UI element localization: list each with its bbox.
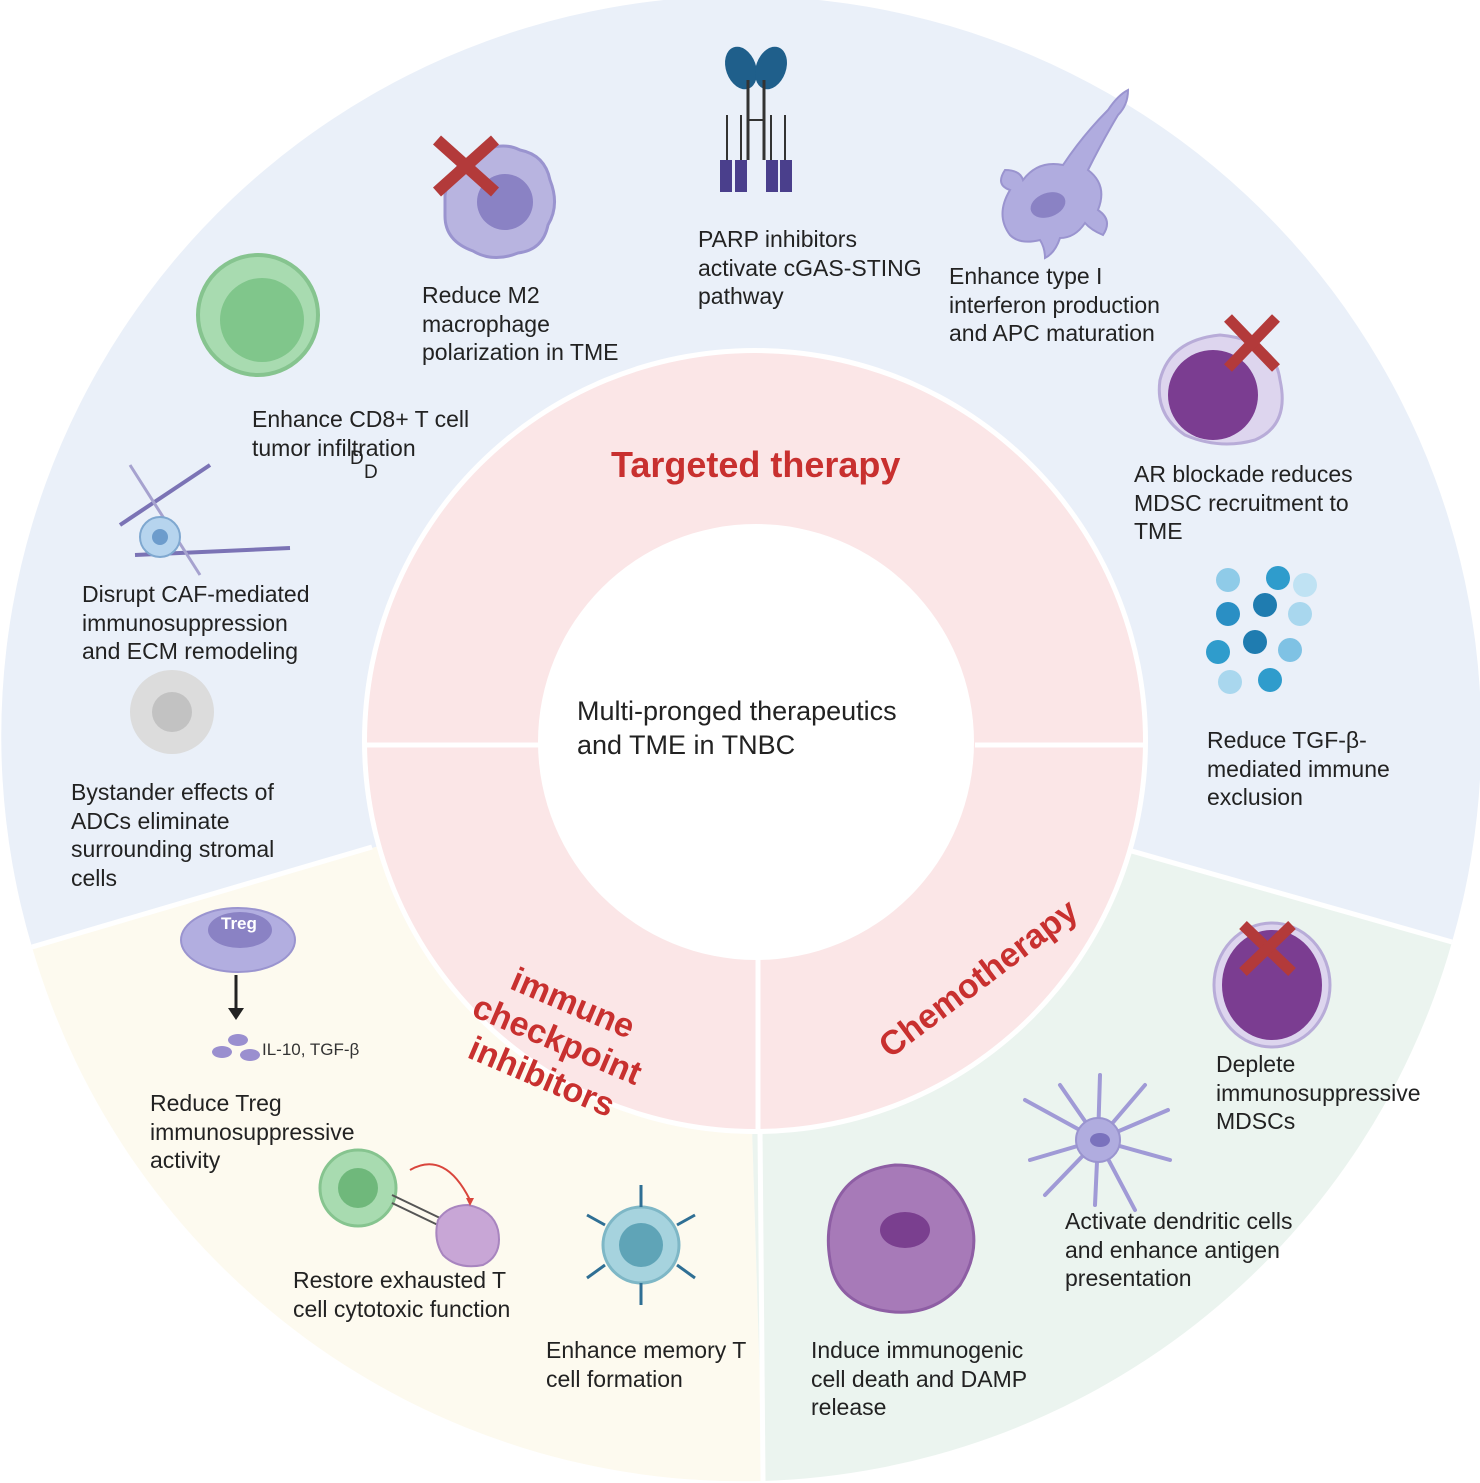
label-line: tumor infiltration — [252, 434, 416, 461]
center-title-line: Multi-pronged therapeutics — [577, 696, 897, 726]
label-line: and enhance antigen — [1065, 1236, 1280, 1263]
icd-label: Induce immunogenic cell death and DAMP r… — [811, 1336, 1027, 1422]
label-line: exclusion — [1207, 784, 1303, 810]
cytokine-icon — [212, 1034, 260, 1061]
label-line: and ECM remodeling — [82, 638, 299, 664]
center-title-line: and TME in TNBC — [577, 730, 796, 760]
label-line: immunosuppression — [82, 609, 288, 636]
targeted-therapy-title: Targeted therapy — [611, 444, 901, 485]
cross-icon — [1224, 314, 1280, 372]
label-line: presentation — [1065, 1265, 1192, 1291]
cross-icon — [432, 135, 500, 197]
label-line: ADCs eliminate — [71, 807, 230, 834]
memory-label: Enhance memory T cell formation — [546, 1336, 746, 1393]
label-line: pathway — [698, 283, 784, 309]
mdsc-icon — [1157, 333, 1284, 446]
label-line: and APC maturation — [949, 320, 1155, 346]
cytokine-label: IL-10, TGF-β — [262, 1040, 360, 1059]
label-line: activate cGAS-STING — [698, 254, 922, 281]
dc-label: Activate dendritic cells and enhance ant… — [1065, 1207, 1293, 1293]
apoptotic-cell-icon — [130, 670, 214, 754]
label-line: Enhance CD8+ T cell — [252, 406, 470, 432]
label-line: macrophage — [422, 310, 550, 337]
label-line: Reduce M2 — [422, 282, 540, 308]
label-line: Enhance type I — [949, 263, 1103, 289]
cross-icon — [1239, 921, 1296, 976]
mdsc-label: Deplete immunosuppressive MDSCs — [1216, 1050, 1421, 1136]
dd-mark: D D — [350, 448, 378, 483]
dendritic-cell-icon — [1023, 1073, 1172, 1212]
sector-divider — [757, 1127, 766, 1482]
label-line: activity — [150, 1147, 221, 1173]
m2-label: Reduce M2 macrophage polarization in TME — [422, 281, 618, 367]
treg-cell-label: Treg — [221, 914, 257, 933]
sector-divider — [31, 844, 373, 950]
label-line: TME — [1134, 518, 1183, 544]
tgf-beta-particles-icon — [1206, 566, 1317, 694]
t-cell-icon — [196, 253, 320, 377]
sector-divider — [1099, 839, 1453, 945]
label-line: D — [350, 448, 364, 469]
label-line: release — [811, 1394, 887, 1420]
label-line: cell formation — [546, 1365, 683, 1392]
label-line: Activate dendritic cells — [1065, 1208, 1293, 1234]
label-line: interferon production — [949, 291, 1160, 318]
parp-label: PARP inhibitors activate cGAS-STING path… — [698, 225, 922, 311]
mdsc-icon — [1212, 921, 1332, 1049]
fibroblast-icon — [118, 463, 291, 576]
label-line: Disrupt CAF-mediated — [82, 581, 310, 607]
exhausted-label: Restore exhausted T cell cytotoxic funct… — [293, 1266, 510, 1323]
dying-tumor-cell-icon — [826, 1163, 976, 1314]
label-line: polarization in TME — [422, 339, 619, 365]
label-line: Restore exhausted T — [293, 1267, 507, 1293]
label-line: MDSCs — [1216, 1108, 1296, 1134]
label-line: Reduce Treg — [150, 1090, 282, 1116]
memory-t-cell-icon — [586, 1185, 696, 1305]
exhausted-t-cell-icon — [318, 1148, 500, 1268]
cd8-label: Enhance CD8+ T cell tumor infiltration — [252, 405, 469, 462]
center-circle — [538, 524, 974, 960]
adc-label: Bystander effects of ADCs eliminate surr… — [71, 778, 274, 892]
treg-label: Reduce Treg immunosuppressive activity — [150, 1089, 355, 1175]
label-line: PARP inhibitors — [698, 226, 857, 252]
label-line: immunosuppressive — [150, 1118, 355, 1145]
caf-label: Disrupt CAF-mediated immunosuppression a… — [82, 580, 310, 666]
label-line: surrounding stromal — [71, 836, 275, 862]
label-line: Induce immunogenic — [811, 1337, 1024, 1363]
ifn-label: Enhance type I interferon production and… — [949, 262, 1160, 348]
label-line: Deplete — [1216, 1051, 1296, 1077]
label-line: cell death and DAMP — [811, 1365, 1028, 1392]
label-line: Enhance memory T — [546, 1337, 747, 1363]
dendritic-cell-icon — [1000, 88, 1130, 260]
label-line: AR blockade reduces — [1134, 461, 1353, 487]
label-line: D — [364, 462, 378, 483]
label-line: immunosuppressive — [1216, 1079, 1421, 1106]
ar-label: AR blockade reduces MDSC recruitment to … — [1134, 460, 1353, 546]
label-line: cell cytotoxic function — [293, 1295, 511, 1322]
treg-icon — [180, 907, 296, 1020]
label-line: cells — [71, 864, 118, 891]
tgf-label: Reduce TGF-β- mediated immune exclusion — [1207, 726, 1390, 812]
label-line: mediated immune — [1207, 755, 1390, 782]
antibody-icon — [720, 46, 792, 192]
label-line: MDSC recruitment to — [1134, 489, 1349, 516]
label-line: Reduce TGF-β- — [1207, 727, 1367, 753]
label-line: Bystander effects of — [71, 779, 274, 805]
center-title: Multi-pronged therapeutics and TME in TN… — [577, 694, 897, 762]
